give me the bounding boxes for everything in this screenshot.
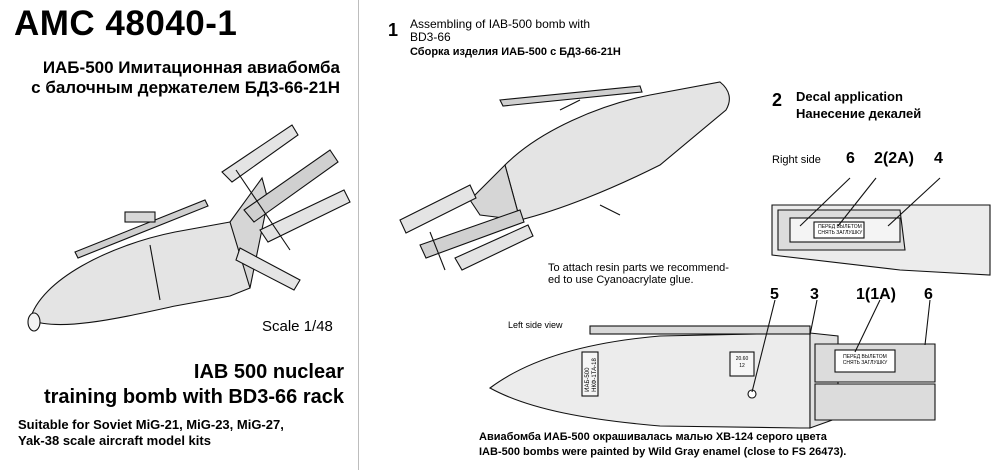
english-title-line2: training bomb with BD3-66 rack	[43, 386, 344, 408]
step2-titles: Decal application Нанесение декалей	[796, 88, 921, 122]
left-side-label: Left side view	[508, 320, 563, 330]
step1-english-line2: BD3-66	[410, 30, 451, 44]
right-warning-line1: ПЕРЕД ВЫЛЕТОМ	[818, 224, 862, 230]
russian-title-line2: с балочным держателем БД3-66-21Н	[31, 78, 340, 97]
assembly-bomb-illustration	[399, 81, 730, 271]
left-side-bomb-view	[488, 299, 936, 429]
body-stencil-decal: ИАБ-500 НКФ-1ТА-18	[585, 358, 599, 392]
suitable-line1: Suitable for Soviet MiG-21, MiG-23, MiG-…	[18, 417, 284, 432]
right-callout-4: 4	[934, 150, 943, 167]
right-callout-2-2a: 2(2A)	[874, 150, 915, 167]
right-side-tail-view	[771, 177, 991, 276]
step1-english: Assembling of IAB-500 bomb with BD3-66	[410, 18, 610, 44]
step2-english: Decal application	[796, 89, 903, 104]
small-stencil-line2: 12	[739, 363, 745, 369]
left-warning-line2: СНЯТЬ ЗАГЛУШКУ	[842, 360, 888, 366]
left-callout-3: 3	[810, 286, 819, 303]
glue-note: To attach resin parts we recommend- ed t…	[548, 262, 768, 286]
small-stencil-line1: 20.60	[735, 356, 749, 362]
russian-title: ИАБ-500 Имитационная авиабомба с балочны…	[18, 58, 340, 98]
russian-title-line1: ИАБ-500 Имитационная авиабомба	[42, 58, 340, 77]
body-stencil-line2: НКФ-1ТА-18	[591, 358, 598, 392]
paint-note-russian: Авиабомба ИАБ-500 окрашивалась малью ХВ-…	[479, 431, 827, 443]
step1-english-line1: Assembling of IAB-500 bomb with	[410, 17, 591, 31]
left-warning-line1: ПЕРЕД ВЫЛЕТОМ	[843, 354, 887, 360]
left-warning-decal: ПЕРЕД ВЫЛЕТОМ СНЯТЬ ЗАГЛУШКУ	[837, 354, 893, 366]
glue-note-line1: To attach resin parts we recommend-	[548, 262, 729, 274]
paint-note-english: IAB-500 bombs were painted by Wild Gray …	[479, 446, 847, 458]
step1-russian: Сборка изделия ИАБ-500 с БД3-66-21Н	[410, 46, 621, 58]
body-stencil-line1: ИАБ-500	[584, 367, 591, 392]
suitable-line2: Yak-38 scale aircraft model kits	[18, 433, 211, 448]
suitable-note: Suitable for Soviet MiG-21, MiG-23, MiG-…	[18, 417, 284, 449]
left-callout-6: 6	[924, 286, 933, 303]
right-warning-line2: СНЯТЬ ЗАГЛУШКУ	[817, 230, 863, 236]
main-bomb-illustration	[27, 124, 351, 332]
left-callout-5: 5	[770, 286, 779, 303]
glue-note-line2: ed to use Cyanoacrylate glue.	[548, 274, 694, 286]
step2-russian: Нанесение декалей	[796, 106, 922, 121]
scale-label: Scale 1/48	[262, 318, 333, 335]
english-title-line1: IAB 500 nuclear	[193, 361, 344, 383]
right-side-label: Right side	[772, 154, 821, 166]
page-divider	[358, 0, 359, 470]
left-callout-1-1a: 1(1A)	[856, 286, 897, 303]
product-code: AMC 48040-1	[14, 4, 238, 43]
step1-number: 1	[388, 20, 399, 40]
right-callout-6: 6	[846, 150, 855, 167]
small-stencil-decal: 20.60 12	[731, 356, 753, 370]
right-warning-decal: ПЕРЕД ВЫЛЕТОМ СНЯТЬ ЗАГЛУШКУ	[816, 224, 864, 236]
english-title: IAB 500 nuclear training bomb with BD3-6…	[10, 360, 344, 410]
step2-number: 2	[772, 90, 783, 110]
